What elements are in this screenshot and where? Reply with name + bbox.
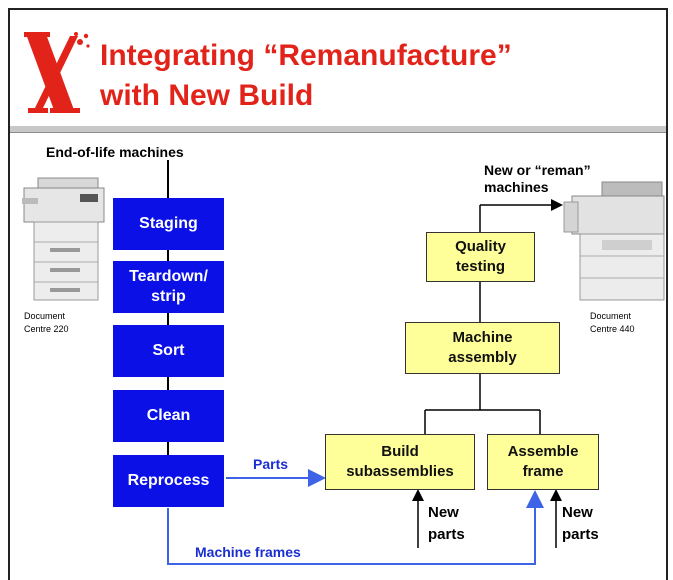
process-teardown-label: Teardown/ strip [129, 268, 208, 305]
process-sort: Sort [113, 325, 224, 377]
machine-frames-label: Machine frames [195, 544, 301, 560]
title-line-2: with New Build [100, 79, 314, 112]
new-parts-label-2: New parts [562, 504, 599, 543]
box-assemble-frame: Assemble frame [487, 434, 599, 490]
process-sort-label: Sort [152, 342, 185, 359]
right-machine-caption: Document Centre 440 [590, 311, 635, 334]
process-clean: Clean [113, 390, 224, 442]
process-staging: Staging [113, 198, 224, 250]
title-divider [10, 126, 666, 133]
machine-frames-arrow [167, 490, 544, 565]
box-build-subassemblies: Build subassemblies [325, 434, 475, 490]
copier-right-image [563, 181, 665, 301]
parts-label: Parts [253, 456, 289, 472]
output-label: New or “reman” machines [484, 162, 591, 195]
process-reprocess-label: Reprocess [127, 472, 210, 489]
xerox-x-logo-icon [24, 32, 90, 113]
title-area [10, 10, 666, 128]
process-clean-label: Clean [146, 407, 191, 424]
process-teardown: Teardown/ strip [113, 261, 224, 313]
new-parts-label-1: New parts [428, 504, 465, 543]
input-label: End-of-life machines [46, 144, 184, 160]
process-staging-label: Staging [139, 215, 198, 232]
slide-frame [8, 8, 668, 580]
slide-title: Integrating “Remanufacture” with New Bui… [100, 36, 512, 116]
box-machine-assembly: Machine assembly [405, 322, 560, 374]
title-line-1: Integrating “Remanufacture” [100, 39, 512, 72]
left-machine-caption: Document Centre 220 [24, 311, 69, 334]
process-reprocess: Reprocess [113, 455, 224, 507]
copier-left-image [22, 177, 105, 301]
box-quality-testing: Quality testing [426, 232, 535, 282]
